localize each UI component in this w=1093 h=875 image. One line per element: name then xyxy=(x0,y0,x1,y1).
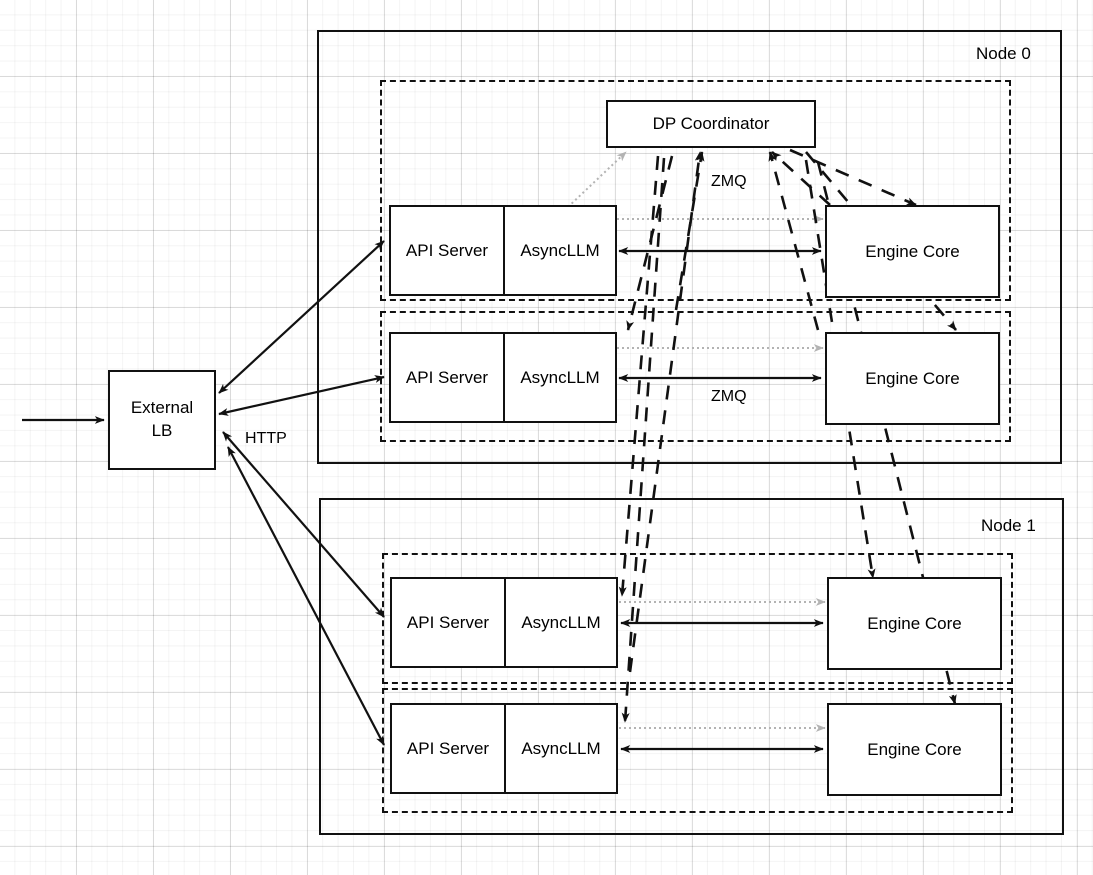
external-lb-label-line2: LB xyxy=(151,421,173,440)
edge-dash-core-n0dp0-to-coordinator xyxy=(771,151,831,206)
node-label-node1: Node 1 xyxy=(981,516,1036,535)
node-frame-node1 xyxy=(319,498,1064,835)
engine-core-label-node1-dp1: Engine Core xyxy=(867,739,962,759)
external-lb-label-line1: External xyxy=(130,398,194,418)
asyncllm-node1-dp0[interactable]: AsyncLLM xyxy=(504,579,616,666)
edge-dash-coordinator-to-asyncllm-n0dp1 xyxy=(626,155,674,331)
engine-core-node0-dp0[interactable]: Engine Core xyxy=(825,205,1000,298)
dp-group-node1-dp0 xyxy=(382,553,1013,684)
api-server-asyncllm-node1-dp1[interactable]: API Server AsyncLLM xyxy=(390,703,618,794)
api-server-node0-dp1[interactable]: API Server xyxy=(405,367,489,387)
api-server-asyncllm-node0-dp1[interactable]: API Server AsyncLLM xyxy=(389,332,617,423)
zmq-label-node0-dp0: ZMQ xyxy=(711,173,747,190)
api-server-asyncllm-node0-dp0[interactable]: API Server AsyncLLM xyxy=(389,205,617,296)
http-label: HTTP xyxy=(245,430,287,447)
engine-core-label-node1-dp0: Engine Core xyxy=(867,613,962,633)
asyncllm-node0-dp0[interactable]: AsyncLLM xyxy=(503,207,615,294)
node-label-node0: Node 0 xyxy=(976,44,1031,63)
node-frame-node0 xyxy=(317,30,1062,464)
dp-group-node0-dp0 xyxy=(380,80,1011,301)
api-server-node1-dp1[interactable]: API Server xyxy=(406,738,490,758)
dp-coordinator-box[interactable]: DP Coordinator xyxy=(606,100,816,148)
external-lb-box[interactable]: External LB xyxy=(108,370,216,470)
dp-group-node0-dp1 xyxy=(380,311,1011,442)
api-server-node0-dp0[interactable]: API Server xyxy=(405,240,489,260)
dp-coordinator-label: DP Coordinator xyxy=(652,114,770,133)
edge-dash-coordinator-to-core-n1dp1 xyxy=(816,161,957,705)
engine-core-label-node0-dp1: Engine Core xyxy=(865,368,960,388)
edge-lb-node0-dp0 xyxy=(218,240,385,394)
engine-core-node0-dp1[interactable]: Engine Core xyxy=(825,332,1000,425)
dp-group-node1-dp1 xyxy=(382,688,1013,813)
edge-dash-coordinator-to-core-n0dp1 xyxy=(805,151,957,331)
zmq-label-node0-dp1: ZMQ xyxy=(711,388,747,405)
edge-lb-node0-dp1 xyxy=(218,375,385,416)
engine-core-label-node0-dp0: Engine Core xyxy=(865,241,960,261)
asyncllm-node0-dp1[interactable]: AsyncLLM xyxy=(503,334,615,421)
edge-dash-asyncllm-n0dp1-to-coordinator xyxy=(674,151,705,311)
edge-dash-asyncllm-n1dp0-to-coordinator xyxy=(628,151,703,673)
edge-dotted-asyncllm-to-coordinator xyxy=(567,151,627,208)
api-server-asyncllm-node1-dp0[interactable]: API Server AsyncLLM xyxy=(390,577,618,668)
asyncllm-node1-dp1[interactable]: AsyncLLM xyxy=(504,705,616,792)
engine-core-node1-dp1[interactable]: Engine Core xyxy=(827,703,1002,796)
engine-core-node1-dp0[interactable]: Engine Core xyxy=(827,577,1002,670)
api-server-node1-dp0[interactable]: API Server xyxy=(406,612,490,632)
edge-lb-node1-dp1 xyxy=(227,446,385,746)
